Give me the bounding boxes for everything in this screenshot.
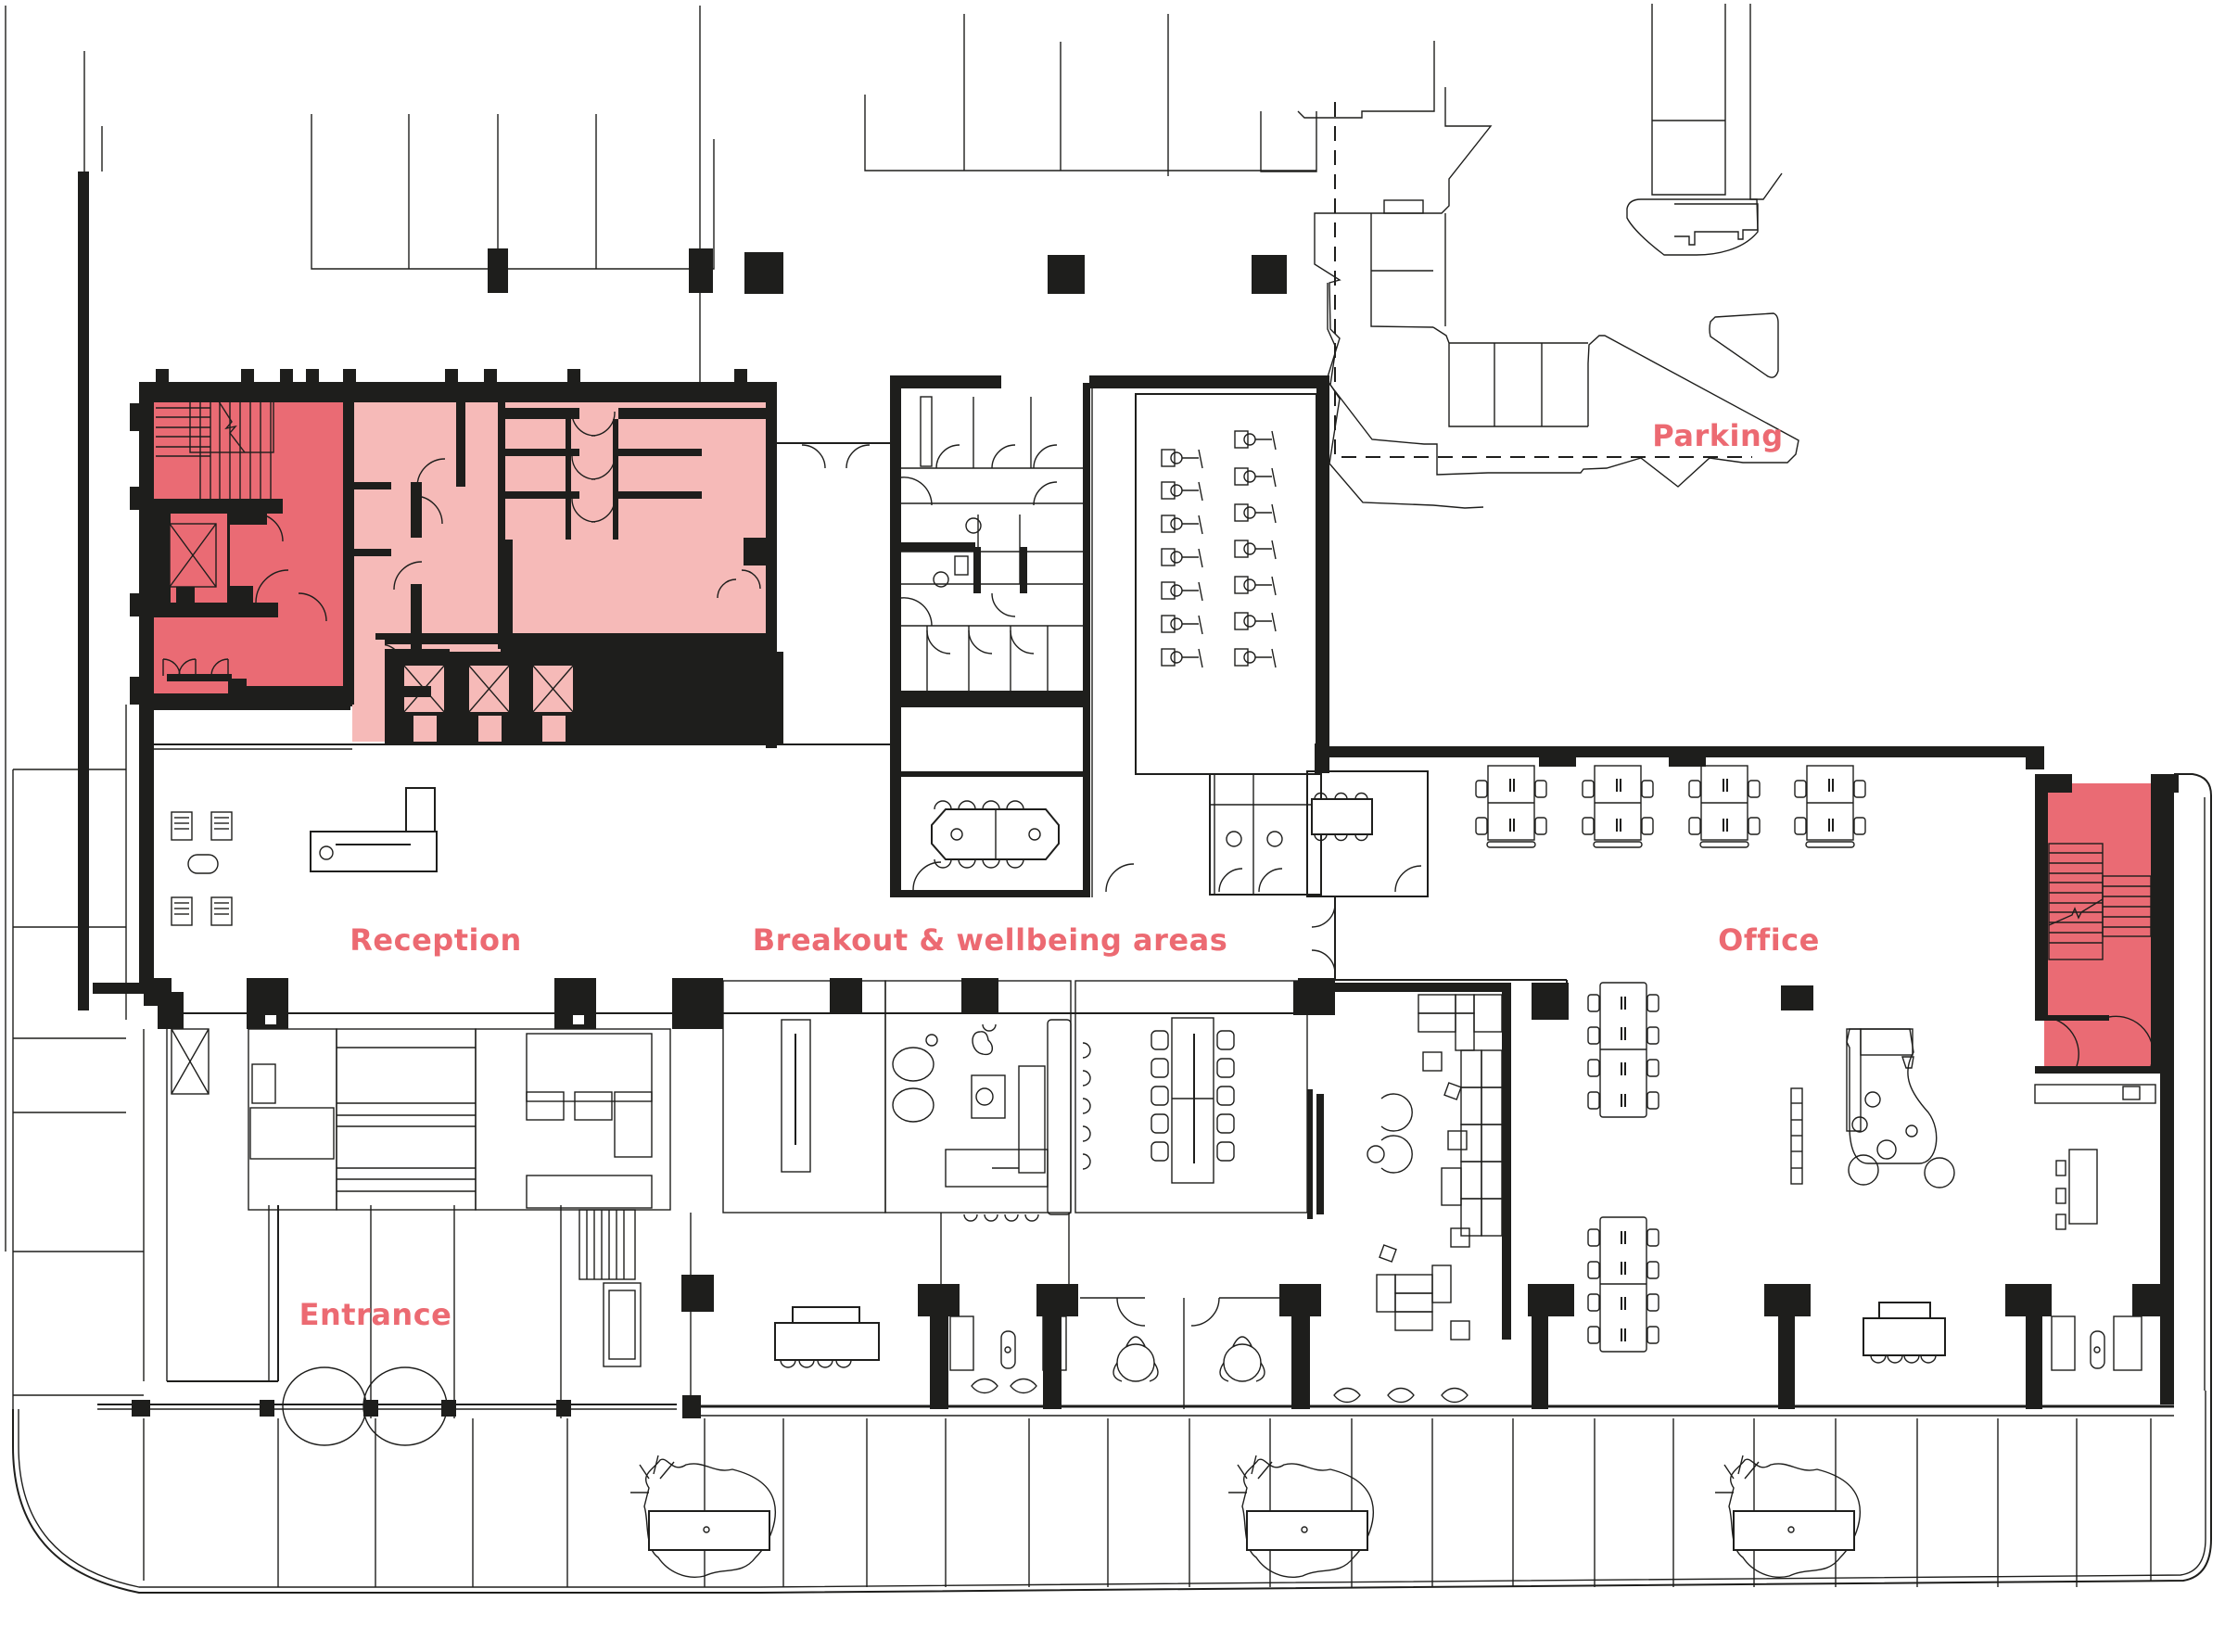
tree-planters (630, 1455, 1861, 1578)
label-reception: Reception (350, 922, 522, 958)
reception-furniture (171, 787, 438, 926)
core-stair-lift-left (139, 382, 354, 711)
core-toilets-lifts (298, 382, 783, 748)
office-desks-top (1475, 765, 1866, 848)
facade-and-pavement (12, 769, 2212, 1594)
label-parking: Parking (1652, 418, 1784, 453)
reception-boundary (93, 705, 1568, 1029)
office-area (1326, 746, 2212, 1409)
gym-bikes (1161, 430, 1277, 668)
wall-piers-top (130, 248, 747, 705)
toilets-and-gym (777, 375, 1429, 980)
site-context-lines (5, 4, 1799, 1252)
label-office: Office (1718, 922, 1820, 958)
label-entrance: Entrance (299, 1297, 452, 1332)
lower-band (97, 978, 1574, 1446)
label-breakout-wellbeing: Breakout & wellbeing areas (752, 922, 1228, 958)
core-stair-right (2034, 774, 2179, 1104)
